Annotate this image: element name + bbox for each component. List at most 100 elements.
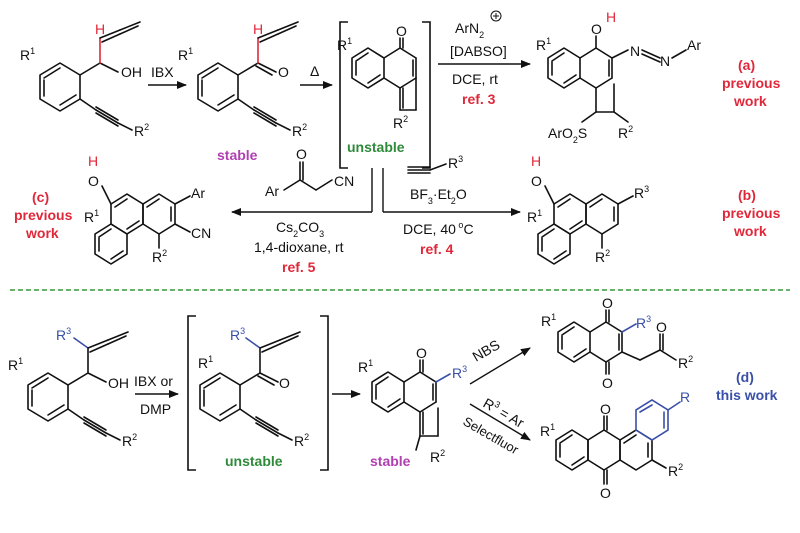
r1-label: R1 xyxy=(178,46,193,63)
r1-label: R1 xyxy=(198,354,213,371)
o-label: O xyxy=(656,319,667,335)
r2-label: R2 xyxy=(430,448,445,465)
r3-label: R3 xyxy=(452,364,467,381)
dabso-reagent: [DABSO] xyxy=(450,43,507,59)
r1-label: R1 xyxy=(541,312,556,329)
r2-label: R2 xyxy=(668,462,683,479)
nbs-reagent: NBS xyxy=(470,336,503,364)
r1-label: R1 xyxy=(540,422,555,439)
r2-label: R2 xyxy=(134,122,149,139)
o-label: O xyxy=(296,146,307,162)
h-label: H xyxy=(88,153,98,169)
o-label: O xyxy=(600,485,611,501)
o-label: O xyxy=(279,375,290,391)
r3-label: R3 xyxy=(56,326,71,343)
condition-c: 1,4-dioxane, rt xyxy=(254,239,344,255)
h-label: H xyxy=(95,21,105,37)
ref-b: ref. 4 xyxy=(420,241,454,257)
label-b-work: work xyxy=(733,223,767,239)
r2-label: R2 xyxy=(595,248,610,265)
reagent-ibx-or: IBX or xyxy=(134,373,173,389)
r2-label: R2 xyxy=(678,354,693,371)
o-label: O xyxy=(88,173,99,189)
ketonitrile-ar: Ar xyxy=(265,183,279,199)
ar-label: Ar xyxy=(191,185,205,201)
r2-label: R2 xyxy=(393,114,408,131)
o-label: O xyxy=(531,173,542,189)
o-label: O xyxy=(602,295,613,311)
r1-label: R1 xyxy=(84,208,99,225)
r1-label: R1 xyxy=(337,36,352,53)
ref-c: ref. 5 xyxy=(282,259,316,275)
r1-label: R1 xyxy=(527,208,542,225)
label-d-letter: (d) xyxy=(736,369,754,385)
ref-a: ref. 3 xyxy=(462,91,496,107)
ibx-reagent: IBX xyxy=(151,64,174,80)
h-label: H xyxy=(606,9,616,25)
label-a-letter: (a) xyxy=(738,57,755,73)
naphthoquinone-product xyxy=(557,309,677,375)
r2-label: R2 xyxy=(292,122,307,139)
alkyne-reagent: R3 xyxy=(448,154,463,171)
starting-allenol xyxy=(39,21,141,131)
unstable-label: unstable xyxy=(225,453,283,469)
bf3-reagent: BF3·Et2O xyxy=(410,186,467,206)
ketonitrile-cn: CN xyxy=(334,173,354,189)
r1-label: R1 xyxy=(536,36,551,53)
o-label: O xyxy=(602,375,613,391)
cn-label: CN xyxy=(191,225,211,241)
label-a-work: work xyxy=(733,93,767,109)
n-label: N xyxy=(660,53,670,69)
h-label: H xyxy=(531,153,541,169)
r1-label: R1 xyxy=(20,46,35,63)
r3-label: R3 xyxy=(636,314,651,331)
r1-label: R1 xyxy=(8,356,23,373)
oh-label: OH xyxy=(108,375,129,391)
stable-label: stable xyxy=(217,147,258,163)
product-c-phenanthrene xyxy=(94,185,191,265)
condition-b: DCE, 40 oC xyxy=(403,220,474,237)
r1-label: R1 xyxy=(358,358,373,375)
r2-label: R2 xyxy=(152,248,167,265)
allenyl-ketone xyxy=(197,21,299,131)
r3-label: R3 xyxy=(230,326,245,343)
aryl-diazonium: ArN2 xyxy=(455,20,484,40)
o-label: O xyxy=(396,23,407,39)
substituted-allenol xyxy=(27,331,129,441)
stable-naphthalenone xyxy=(371,359,451,451)
o-label: O xyxy=(600,401,611,417)
ketonitrile-reagent xyxy=(283,161,333,191)
sulfonyl-label: ArO2S xyxy=(548,125,587,145)
label-c-work: work xyxy=(25,225,59,241)
o-label: O xyxy=(278,64,289,80)
n-label: N xyxy=(630,43,640,59)
r2-label: R2 xyxy=(294,432,309,449)
o-label: O xyxy=(416,345,427,361)
reagent-dmp: DMP xyxy=(140,401,171,417)
o-label: O xyxy=(591,21,602,37)
label-d-this-work: this work xyxy=(716,387,778,403)
r2-label: R2 xyxy=(122,432,137,449)
label-c-previous: previous xyxy=(14,207,73,223)
r3-label: R3 xyxy=(634,184,649,201)
ar-label: Ar xyxy=(687,37,701,53)
unstable-label: unstable xyxy=(347,139,405,155)
unstable-naphthoquinone-intermediate xyxy=(351,37,417,111)
label-c-letter: (c) xyxy=(32,189,49,205)
r2-label: R2 xyxy=(618,124,633,141)
label-b-letter: (b) xyxy=(738,187,756,203)
unstable-allenyl-ketone xyxy=(199,331,301,441)
base-c: Cs2CO3 xyxy=(276,219,324,239)
oh-label: OH xyxy=(121,64,142,80)
product-a-azo-sulfonyl xyxy=(547,35,687,123)
benzanthraquinone-product xyxy=(555,399,681,485)
label-b-previous: previous xyxy=(722,205,781,221)
heat-symbol: Δ xyxy=(310,63,319,79)
stable-label: stable xyxy=(370,453,411,469)
h-label: H xyxy=(253,21,263,37)
product-b-phenanthrene xyxy=(537,185,634,265)
condition-a: DCE, rt xyxy=(452,71,498,87)
r-label: R xyxy=(680,389,690,405)
label-a-previous: previous xyxy=(722,75,781,91)
